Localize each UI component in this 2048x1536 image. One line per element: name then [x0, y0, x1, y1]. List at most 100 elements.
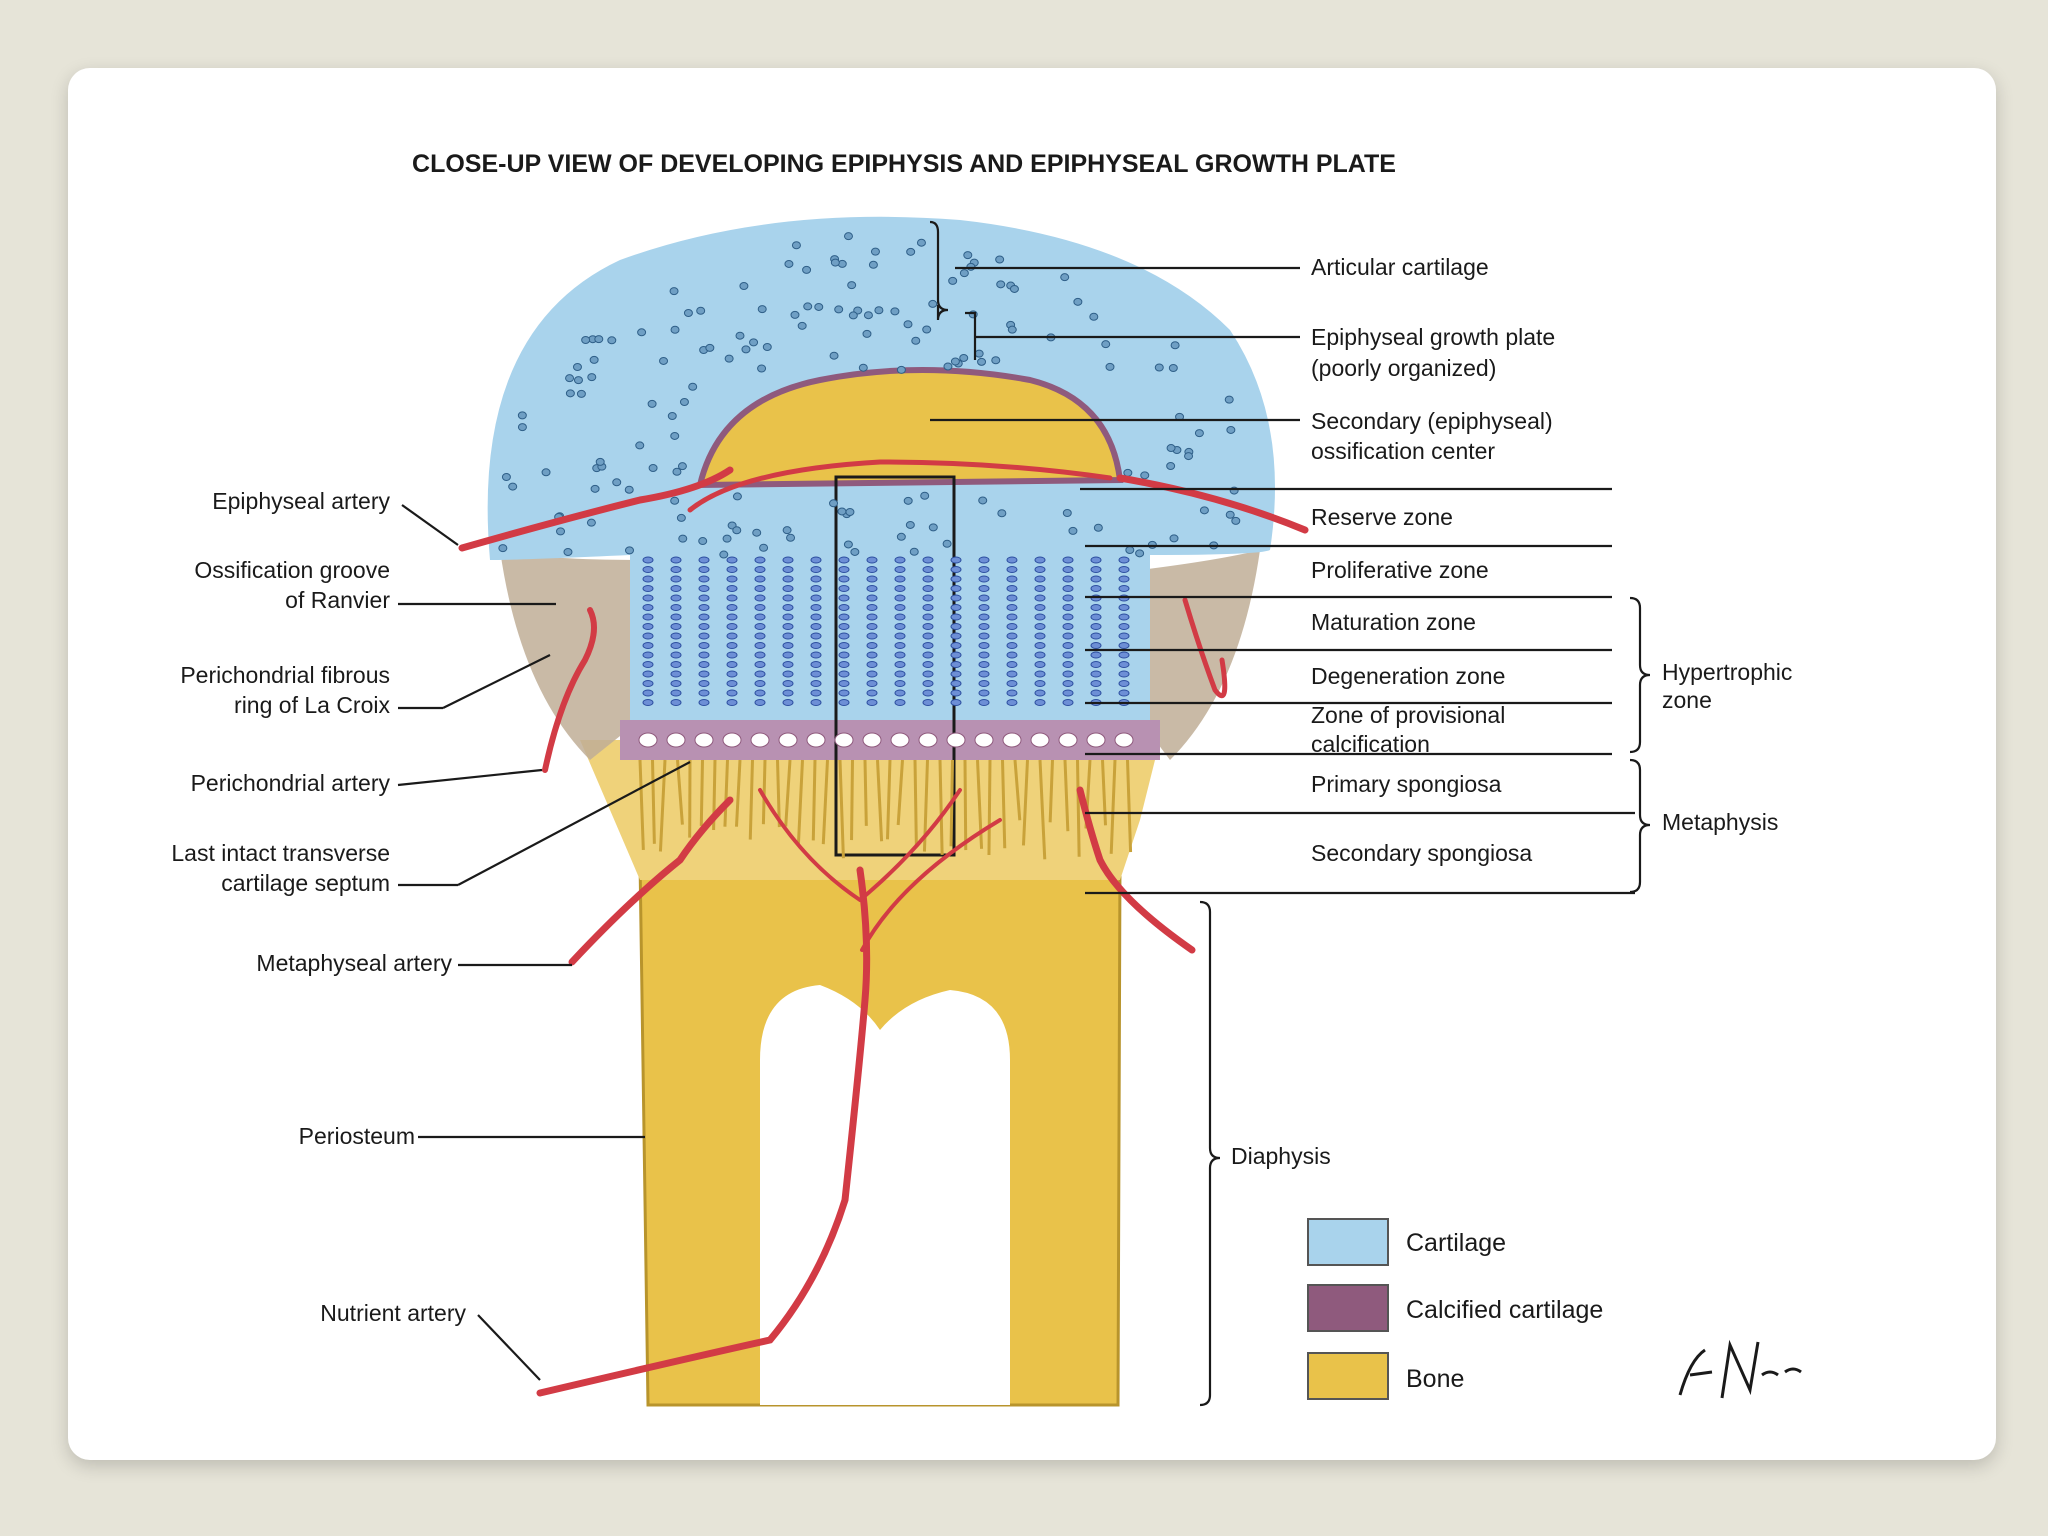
chondrocyte	[573, 376, 583, 385]
chondrocyte	[978, 642, 990, 649]
chondrocyte	[698, 613, 710, 621]
chondrocyte	[659, 356, 669, 365]
chondrocyte	[834, 732, 854, 748]
chondrocyte	[978, 556, 990, 564]
chondrocyte	[1089, 312, 1099, 321]
chondrocyte	[862, 732, 882, 748]
chondrocyte	[501, 473, 511, 482]
chondrocyte	[862, 329, 872, 338]
chondrocyte	[1135, 549, 1145, 558]
chondrocyte	[698, 632, 710, 640]
label-ossification-groove: Ossification groove	[194, 557, 390, 583]
chondrocyte	[922, 642, 934, 649]
chondrocyte	[838, 632, 850, 640]
groove-vessel-right	[1182, 597, 1228, 699]
chondrocyte	[782, 526, 792, 535]
chondrocyte	[866, 566, 878, 573]
chondrocyte	[950, 689, 962, 697]
chondrocyte	[1093, 523, 1103, 532]
chondrocyte	[810, 670, 822, 678]
chondrocyte	[894, 699, 906, 706]
legend-swatch-bone	[1307, 1352, 1389, 1400]
chondrocyte	[572, 363, 582, 372]
chondrocyte	[782, 670, 794, 678]
trabecula	[863, 759, 868, 826]
chondrocyte	[922, 556, 934, 564]
chondrocyte	[642, 680, 654, 687]
chondrocyte	[669, 287, 679, 296]
chondrocyte	[676, 513, 686, 522]
nutrient-artery-vessel	[536, 866, 871, 1397]
chondrocyte	[1034, 680, 1046, 687]
metaphysis-region	[580, 740, 1160, 880]
chondrocyte	[782, 661, 794, 668]
artist-signature	[1678, 1339, 1802, 1399]
chondrocyte	[705, 343, 715, 352]
chondrocyte	[950, 661, 962, 668]
chondrocyte	[797, 321, 807, 330]
chondrocyte	[922, 325, 932, 334]
chondrocyte	[838, 604, 850, 611]
chondrocyte	[726, 651, 738, 659]
chondrocyte	[754, 632, 766, 640]
trabecula	[963, 759, 968, 851]
label-metaphyseal-artery: Metaphyseal artery	[256, 950, 452, 976]
chondrocyte	[922, 651, 934, 659]
chondrocyte	[950, 699, 962, 706]
chondrocyte	[1006, 632, 1018, 640]
chondrocyte	[922, 575, 934, 583]
chondrocyte	[838, 670, 850, 678]
chondrocyte	[749, 338, 759, 347]
chondrocyte	[847, 281, 857, 290]
chondrocyte	[946, 732, 966, 748]
chondrocyte	[726, 642, 738, 649]
chondrocyte	[838, 575, 850, 583]
label-secondary-center: Secondary (epiphyseal)	[1311, 408, 1553, 434]
chondrocyte	[850, 547, 860, 556]
chondrocyte	[670, 496, 680, 505]
chondrocyte	[948, 276, 958, 285]
trabecula	[1038, 759, 1047, 860]
chondrocyte	[1009, 284, 1019, 293]
chondrocyte	[1090, 585, 1102, 592]
chondrocyte	[1090, 623, 1102, 630]
trabecula	[776, 759, 781, 828]
chondrocyte	[754, 613, 766, 621]
chondrocyte	[698, 661, 710, 668]
chondrocyte	[838, 566, 850, 573]
chondrocyte	[950, 613, 962, 621]
chondrocyte	[642, 613, 654, 621]
chondrocyte	[894, 556, 906, 564]
chondrocyte	[586, 518, 596, 527]
chondrocyte	[1062, 632, 1074, 640]
chondrocyte	[1062, 509, 1072, 518]
chondrocyte	[802, 265, 812, 274]
chondrocyte	[866, 632, 878, 640]
chondrocyte	[838, 661, 850, 668]
chondrocyte	[754, 575, 766, 583]
chondrocyte	[1114, 732, 1134, 748]
chondrocyte	[624, 546, 634, 555]
label-primary-spongiosa: Primary spongiosa	[1311, 771, 1502, 797]
chondrocyte	[810, 594, 822, 602]
chondrocyte	[670, 670, 682, 678]
chondrocyte	[894, 670, 906, 678]
chondrocyte	[726, 585, 738, 592]
chondrocyte	[922, 566, 934, 573]
chondrocyte	[922, 585, 934, 592]
chondrocyte	[1034, 604, 1046, 611]
trabecula	[723, 759, 729, 827]
chondrocyte	[726, 670, 738, 678]
chondrocyte	[670, 325, 680, 334]
chondrocyte	[757, 305, 767, 314]
label-maturation-zone: Maturation zone	[1311, 609, 1476, 635]
chondrocyte	[1101, 340, 1111, 349]
chondrocyte	[1086, 732, 1106, 748]
chondrocyte	[782, 642, 794, 649]
chondrocyte	[978, 613, 990, 621]
chondrocyte	[978, 699, 990, 706]
chondrocyte	[978, 632, 990, 640]
chondrocyte	[1224, 395, 1234, 404]
chondrocyte	[754, 661, 766, 668]
chondrocyte	[894, 680, 906, 687]
